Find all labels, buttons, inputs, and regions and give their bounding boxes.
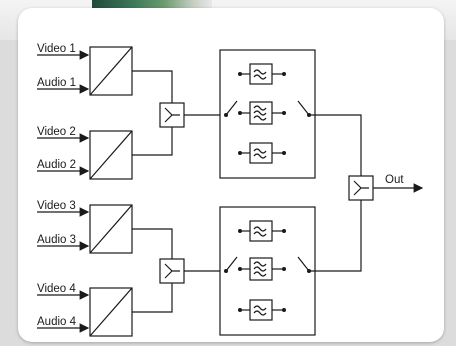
input-label-audio-1: Audio 1 (37, 77, 76, 89)
input-label-audio-4: Audio 4 (37, 316, 77, 328)
converter-box-2 (90, 131, 132, 179)
bandpass-filter-icon (250, 300, 272, 320)
bandpass-filter-icon (250, 64, 272, 84)
filter-bank-top (220, 50, 315, 178)
input-label-video-3: Video 3 (37, 200, 76, 212)
combiner-top (160, 103, 184, 127)
converter-box-3 (90, 205, 132, 253)
converter-box-1 (90, 47, 132, 95)
combiner-bottom (160, 259, 184, 283)
bandpass-filter-icon (250, 143, 272, 163)
filter-bank-bottom (220, 207, 315, 335)
input-label-audio-3: Audio 3 (37, 234, 76, 246)
output-label: Out (385, 174, 404, 186)
combiner-output (349, 176, 373, 200)
bandpass-filter-icon (250, 102, 272, 124)
bandpass-filter-icon (250, 258, 272, 280)
converter-box-4 (90, 288, 132, 336)
input-label-audio-2: Audio 2 (37, 159, 76, 171)
bandpass-filter-icon (250, 221, 272, 241)
input-label-video-4: Video 4 (37, 283, 76, 295)
input-label-video-1: Video 1 (37, 43, 76, 55)
input-label-video-2: Video 2 (37, 126, 76, 138)
